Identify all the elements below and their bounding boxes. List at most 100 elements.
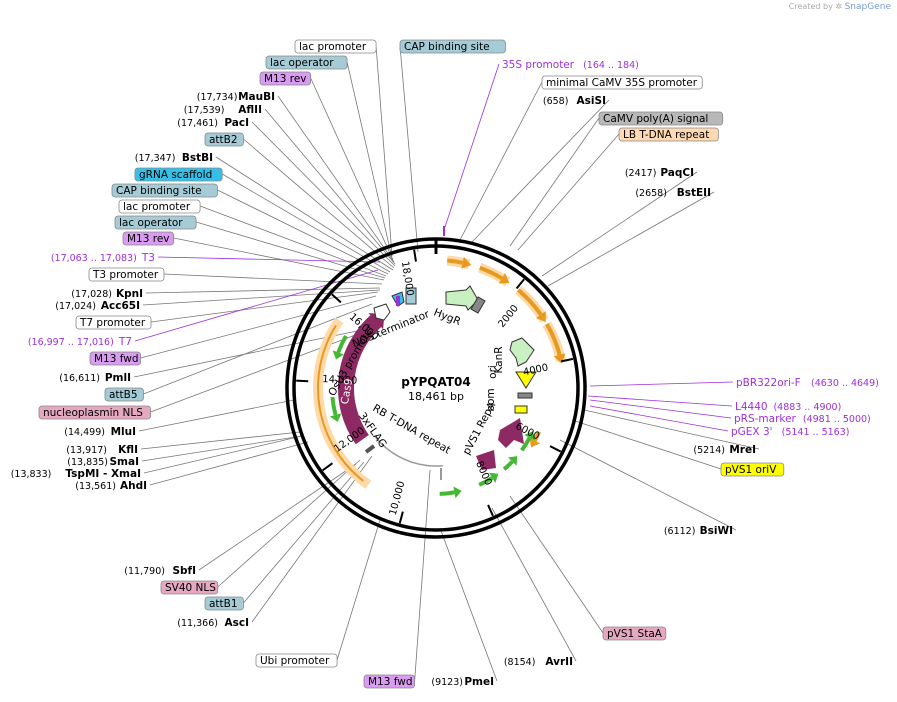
leader-line <box>509 117 600 247</box>
enzyme-name: BstEII <box>677 187 711 199</box>
label-prs-marker: pRS-marker(4981 .. 5000) <box>734 413 871 425</box>
enzyme-position: (17,734) <box>197 92 238 103</box>
green-arrow-head <box>329 413 342 422</box>
label-text: attB5 <box>109 389 138 401</box>
leader-line <box>414 469 431 682</box>
primer-name: L4440 <box>735 401 768 413</box>
leader-line <box>173 237 385 281</box>
orange-feature-arrow <box>545 323 562 356</box>
label-kpni: KpnI(17,028) <box>71 288 143 300</box>
label-avrii: AvrII(8154) <box>504 656 573 668</box>
enzyme-position: (13,917) <box>66 445 107 456</box>
label-box <box>602 626 667 641</box>
leader-line <box>134 269 379 342</box>
label-pvs1-oriv: pVS1 oriV <box>720 462 785 477</box>
enzyme-position: (658) <box>543 96 569 107</box>
label-text: LB T-DNA repeat <box>623 129 709 141</box>
label-box <box>114 215 197 230</box>
enzyme-name: AhdI <box>120 480 147 492</box>
label-l4440: L4440 (4883 .. 4900) <box>735 401 841 413</box>
label-asci: AscI(11,366) <box>177 617 249 629</box>
enzyme-name: AscI <box>224 617 249 629</box>
label-text: SV40 NLS <box>165 582 216 594</box>
label-lac-promoter-1: lac promoter <box>294 39 377 54</box>
label-attb2: attB2 <box>204 132 244 147</box>
leader-line <box>589 381 734 387</box>
label-acc65i: Acc65I(17,024) <box>55 300 140 312</box>
plasmid-name: pYPQAT04 <box>401 375 471 389</box>
label-attb1: attB1 <box>204 596 244 611</box>
tick-label: 10,000 <box>388 480 408 517</box>
leader-line <box>199 205 387 277</box>
3xflag-block <box>364 444 376 454</box>
leader-line <box>346 61 393 259</box>
enzyme-name: SbfI <box>172 565 196 577</box>
leader-line <box>149 441 309 486</box>
label-bsteii: BstEII(2658) <box>635 187 711 199</box>
snapgene-credit: Created by ✲ SnapGene <box>789 2 891 12</box>
leader-line <box>583 409 760 450</box>
label-text: Ubi promoter <box>260 655 330 667</box>
leader-line <box>469 99 610 245</box>
label-box <box>134 167 223 182</box>
label-pmei: PmeI(9123) <box>431 676 494 688</box>
leader-line <box>517 133 620 251</box>
tick-label: 18,000 <box>399 261 415 297</box>
enzyme-name: AflII <box>238 104 262 116</box>
leader-line <box>587 395 733 407</box>
label-pvs1-staa: pVS1 StaA <box>602 626 667 641</box>
tick-mark <box>331 293 342 304</box>
label-kfli: KflI(13,917) <box>66 444 138 456</box>
primer-name: pBR322ori-F <box>736 377 801 389</box>
enzyme-name: SmaI <box>110 456 140 468</box>
primer-position: (4630 .. 4649) <box>811 378 879 389</box>
label-smai: SmaI(13,835) <box>67 456 139 468</box>
enzyme-name: BstBI <box>182 152 213 164</box>
orange-arrow-head <box>461 256 472 269</box>
leader-line <box>589 405 729 432</box>
label-text: attB1 <box>209 598 238 610</box>
primer-name: 35S promoter <box>502 59 575 71</box>
label-box <box>89 351 142 366</box>
tick-mark <box>322 462 334 472</box>
label-t7-primer: T7(16,997 .. 17,016) <box>28 336 132 348</box>
pvs1-repa-arrow <box>498 418 524 448</box>
enzyme-name: MreI <box>729 444 756 456</box>
leader-line <box>277 95 395 263</box>
green-arrow-head <box>524 431 535 441</box>
ori-arrow <box>515 371 537 389</box>
green-arrow-head <box>488 472 499 483</box>
nos-terminator-block <box>470 296 486 314</box>
plasmid-size: 18,461 bp <box>408 390 464 403</box>
green-feature-arrow <box>336 335 348 354</box>
enzyme-position: (9123) <box>431 677 463 688</box>
label-text: pVS1 StaA <box>607 628 663 640</box>
tick-mark <box>296 379 309 383</box>
enzyme-position: (13,561) <box>75 481 116 492</box>
inner-label-cas9: Cas9 <box>339 378 355 406</box>
enzyme-position: (17,028) <box>71 289 112 300</box>
label-ubi-promoter: Ubi promoter <box>255 653 338 668</box>
label-box <box>541 75 703 90</box>
green-feature-arrow <box>520 436 532 452</box>
orange-feature-arrow <box>446 258 464 265</box>
inner-label-bom: bom <box>485 388 497 411</box>
label-text: M13 fwd <box>94 353 139 365</box>
primer-position: (4883 .. 4900) <box>773 402 841 413</box>
enzyme-name: PmeI <box>464 676 494 688</box>
label-box <box>104 387 144 402</box>
rb-tdna-repeat-arc <box>373 435 443 467</box>
label-box <box>111 183 218 198</box>
leader-line <box>251 455 373 623</box>
label-t3-promoter: T3 promoter <box>88 267 165 282</box>
tick-label: 4000 <box>522 362 549 378</box>
feature-arrows <box>313 226 567 499</box>
label-cap-binding-site-2: CAP binding site <box>111 183 218 198</box>
primer-position: (4981 .. 5000) <box>803 414 871 425</box>
label-box <box>204 596 244 611</box>
label-paqci: PaqCI(2417) <box>625 167 694 179</box>
tick-mark <box>549 445 562 453</box>
primer-name: T3 <box>141 252 155 264</box>
